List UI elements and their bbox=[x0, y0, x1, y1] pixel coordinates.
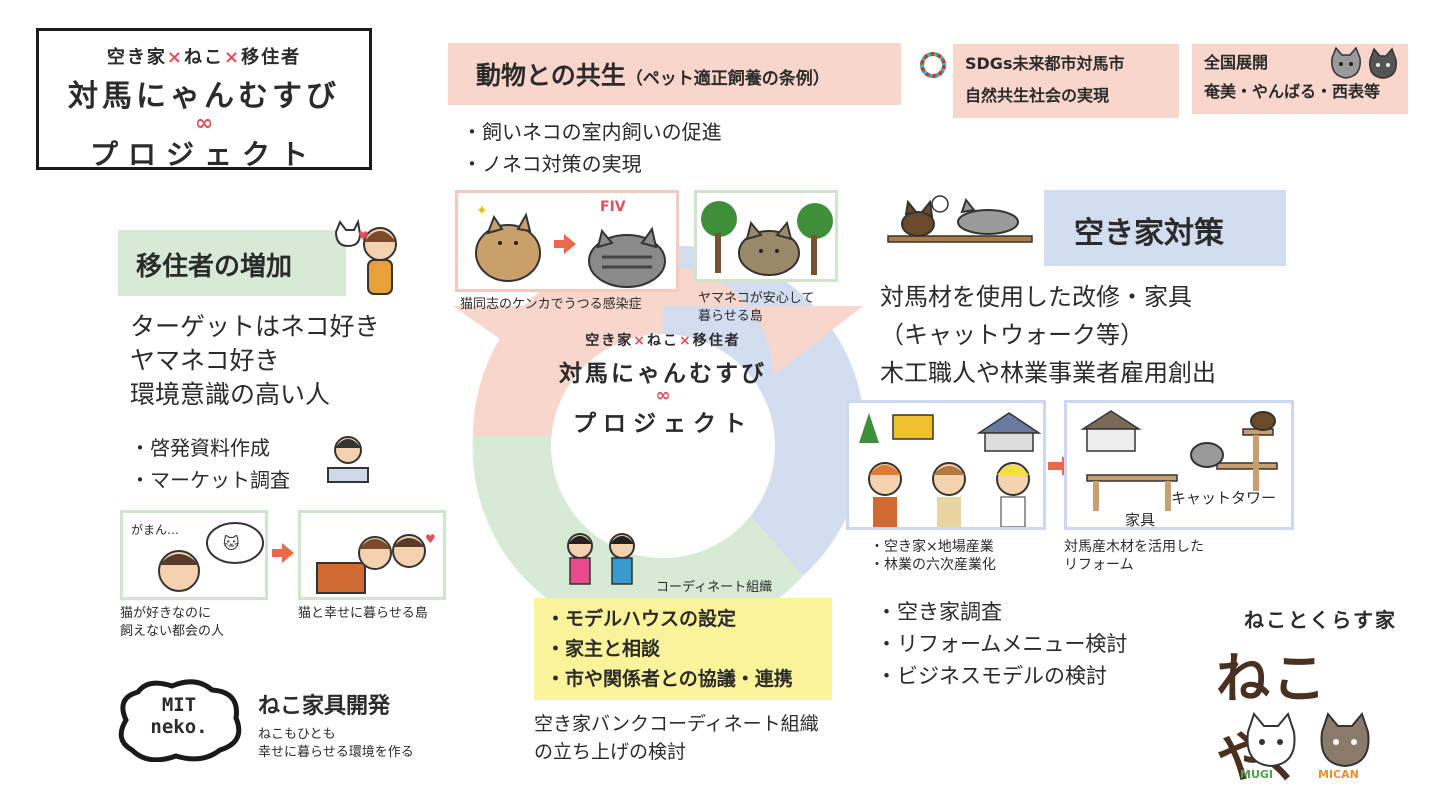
cat-tower-label: キャットタワー bbox=[1171, 489, 1277, 507]
list-item: ・ノネコ対策の実現 bbox=[462, 152, 642, 176]
list-item: ・リフォームメニュー検討 bbox=[876, 632, 1128, 656]
svg-text:♥: ♥ bbox=[358, 229, 369, 243]
logo-tagline: 空き家×ねこ×移住者 bbox=[106, 47, 302, 68]
coordination-box: ・モデルハウスの設定 ・家主と相談 ・市や関係者との協議・連携 bbox=[534, 598, 832, 700]
fighting-cats-illustration: ✦ bbox=[475, 203, 541, 282]
infinity-icon: ∞ bbox=[655, 385, 671, 406]
reform-illustration bbox=[1080, 410, 1278, 511]
list-item: 環境意識の高い人 bbox=[130, 380, 331, 409]
animal-coexistence-header: 動物との共生（ペット適正飼養の条例） bbox=[448, 43, 901, 105]
migrant-targets: ターゲットはネコ好き ヤマネコ好き 環境意識の高い人 bbox=[130, 310, 380, 412]
furniture-label: 家具 bbox=[1125, 511, 1156, 529]
infinity-icon: ∞ bbox=[194, 111, 214, 136]
logo-subtitle: プロジェクト bbox=[89, 138, 318, 171]
svg-text:🐱: 🐱 bbox=[223, 534, 240, 553]
city-person-card: がまん… 🐱 bbox=[120, 510, 268, 600]
coordination-label: コーディネート組織 bbox=[656, 580, 773, 595]
center-logo: 空き家×ねこ×移住者 対馬にゃんむすび ∞ プロジェクト bbox=[556, 330, 770, 438]
city-person-illustration: 🐱 bbox=[158, 522, 264, 592]
mit-title: ねこ家具開発 bbox=[258, 694, 391, 719]
sdgs-wheel-icon bbox=[920, 52, 946, 78]
vacant-house-header: 空き家対策 bbox=[1044, 190, 1286, 266]
vacant-house-lines: 対馬材を使用した改修・家具 （キャットウォーク等） 木工職人や林業事業者雇用創出 bbox=[880, 278, 1216, 392]
list-item: ・飼いネコの室内飼いの促進 bbox=[462, 120, 722, 144]
local-industry-caption: ・空き家×地場産業 ・林業の六次産業化 bbox=[870, 539, 996, 573]
vacant-house-title: 空き家対策 bbox=[1074, 216, 1224, 251]
list-item: ・ビジネスモデルの検討 bbox=[876, 664, 1107, 688]
nekoya-tagline: ねことくらす家 bbox=[1244, 608, 1397, 632]
migrants-header: 移住者の増加 bbox=[118, 230, 346, 296]
list-item: ・モデルハウスの設定 bbox=[546, 608, 737, 630]
cats-on-shelf-illustration bbox=[887, 195, 1033, 243]
arrow-reform bbox=[1048, 462, 1062, 470]
list-item: ・マーケット調査 bbox=[130, 468, 290, 492]
reform-caption: 対馬産木材を活用した リフォーム bbox=[1064, 539, 1204, 573]
list-item: ・啓発資料作成 bbox=[130, 436, 270, 460]
man-at-laptop-illustration bbox=[327, 436, 369, 483]
mit-subtitle: ねこもひとも 幸せに暮らせる環境を作る bbox=[258, 727, 414, 760]
mit-neko-logo bbox=[118, 679, 242, 762]
sick-cat-illustration bbox=[588, 226, 666, 288]
list-item: （キャットウォーク等） bbox=[880, 321, 1144, 349]
happy-couple-caption: 猫と幸せに暮らせる島 bbox=[298, 606, 428, 621]
cat-name-mugi: MUGI bbox=[1240, 768, 1273, 781]
mit-logo-text: MIT neko. bbox=[150, 694, 208, 738]
wildcat-illustration-card bbox=[694, 190, 838, 282]
animal-subtitle: （ペット適正飼養の条例） bbox=[625, 69, 830, 89]
workers-illustration bbox=[859, 412, 1042, 527]
wildcat-caption: ヤマネコが安心して 暮らせる島 bbox=[698, 291, 815, 324]
happy-couple-card: ♥ bbox=[298, 510, 446, 600]
animal-title: 動物との共生 bbox=[476, 61, 626, 90]
city-person-caption: 猫が好きなのに 飼えない都会の人 bbox=[120, 606, 225, 639]
list-item: ・空き家調査 bbox=[876, 600, 1002, 624]
fiv-illustration-card: ✦ FIV bbox=[455, 190, 679, 292]
cycle-ring bbox=[453, 245, 865, 638]
list-item: 対馬材を使用した改修・家具 bbox=[880, 283, 1192, 311]
project-logo: 空き家×ねこ×移住者 対馬にゃんむすび ∞ プロジェクト bbox=[36, 28, 372, 171]
list-item: ・市や関係者との協議・連携 bbox=[546, 668, 793, 690]
reform-card: キャットタワー 家具 bbox=[1064, 400, 1294, 530]
migrants-title: 移住者の増加 bbox=[136, 252, 293, 282]
happy-couple-illustration: ♥ bbox=[316, 532, 436, 594]
sdgs-box: SDGs未来都市対馬市 自然共生社会の実現 bbox=[953, 44, 1179, 118]
vacant-house-bullets: ・空き家調査 ・リフォームメニュー検討 ・ビジネスモデルの検討 bbox=[876, 596, 1127, 692]
ring-pink-fan bbox=[453, 266, 863, 376]
migrant-bullets: ・啓発資料作成 ・マーケット調査 bbox=[130, 432, 290, 496]
coordination-note: 空き家バンクコーディネート組織 の立ち上げの検討 bbox=[534, 713, 819, 763]
wildcat-forest-illustration bbox=[701, 201, 833, 276]
local-industry-card bbox=[846, 400, 1046, 530]
list-item: 木工職人や林業事業者雇用創出 bbox=[880, 359, 1216, 387]
svg-text:✦: ✦ bbox=[476, 203, 488, 219]
list-item: ・家主と相談 bbox=[546, 638, 661, 660]
cat-name-mican: MICAN bbox=[1318, 768, 1359, 781]
fiv-label: FIV bbox=[600, 199, 626, 215]
list-item: ターゲットはネコ好き bbox=[130, 312, 380, 341]
coordinators-illustration bbox=[567, 533, 635, 585]
nekoya-logo: ねことくらす家 ねこや、 MUGI MICAN bbox=[1212, 604, 1412, 789]
list-item: ヤマネコ好き bbox=[130, 346, 280, 375]
svg-text:♥: ♥ bbox=[425, 532, 436, 546]
woman-with-cat-illustration: ♥ bbox=[334, 218, 397, 295]
mugi-mican-cats-icon bbox=[1246, 711, 1370, 768]
wildcat-faces-icon bbox=[1331, 46, 1397, 79]
animal-bullets: ・飼いネコの室内飼いの促進 ・ノネコ対策の実現 bbox=[462, 116, 722, 180]
fiv-caption: 猫同志のケンカでうつる感染症 bbox=[460, 297, 642, 312]
arrow-migrant bbox=[272, 549, 282, 557]
logo-title: 対馬にゃんむすび bbox=[68, 79, 340, 114]
speech-text: がまん… bbox=[131, 523, 180, 537]
